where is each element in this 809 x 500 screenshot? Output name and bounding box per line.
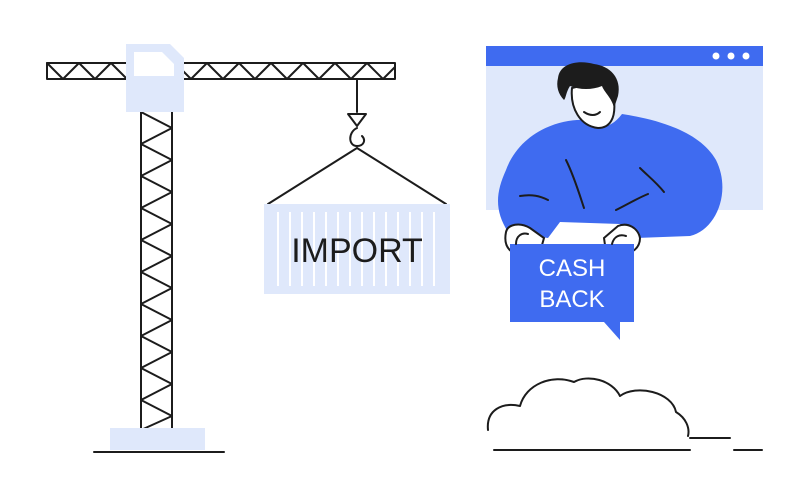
person-sweater	[498, 114, 723, 238]
container-label: IMPORT	[291, 232, 423, 270]
tower-crane	[46, 44, 396, 453]
crane-hook-icon	[267, 78, 447, 205]
speech-bubble-line1: CASH	[539, 255, 606, 282]
speech-bubble-line2: BACK	[539, 286, 604, 313]
browser-title-bar	[486, 46, 763, 66]
crane-mast	[140, 111, 173, 431]
speech-bubble-sign: CASH BACK	[510, 232, 634, 340]
crane-base	[110, 428, 205, 450]
crane-jib	[46, 62, 396, 80]
cabin-window	[134, 52, 174, 76]
person-hair	[557, 62, 619, 108]
three-dots-icon	[712, 52, 750, 60]
cloud-icon	[486, 377, 763, 451]
shipping-container: IMPORT	[264, 204, 450, 294]
